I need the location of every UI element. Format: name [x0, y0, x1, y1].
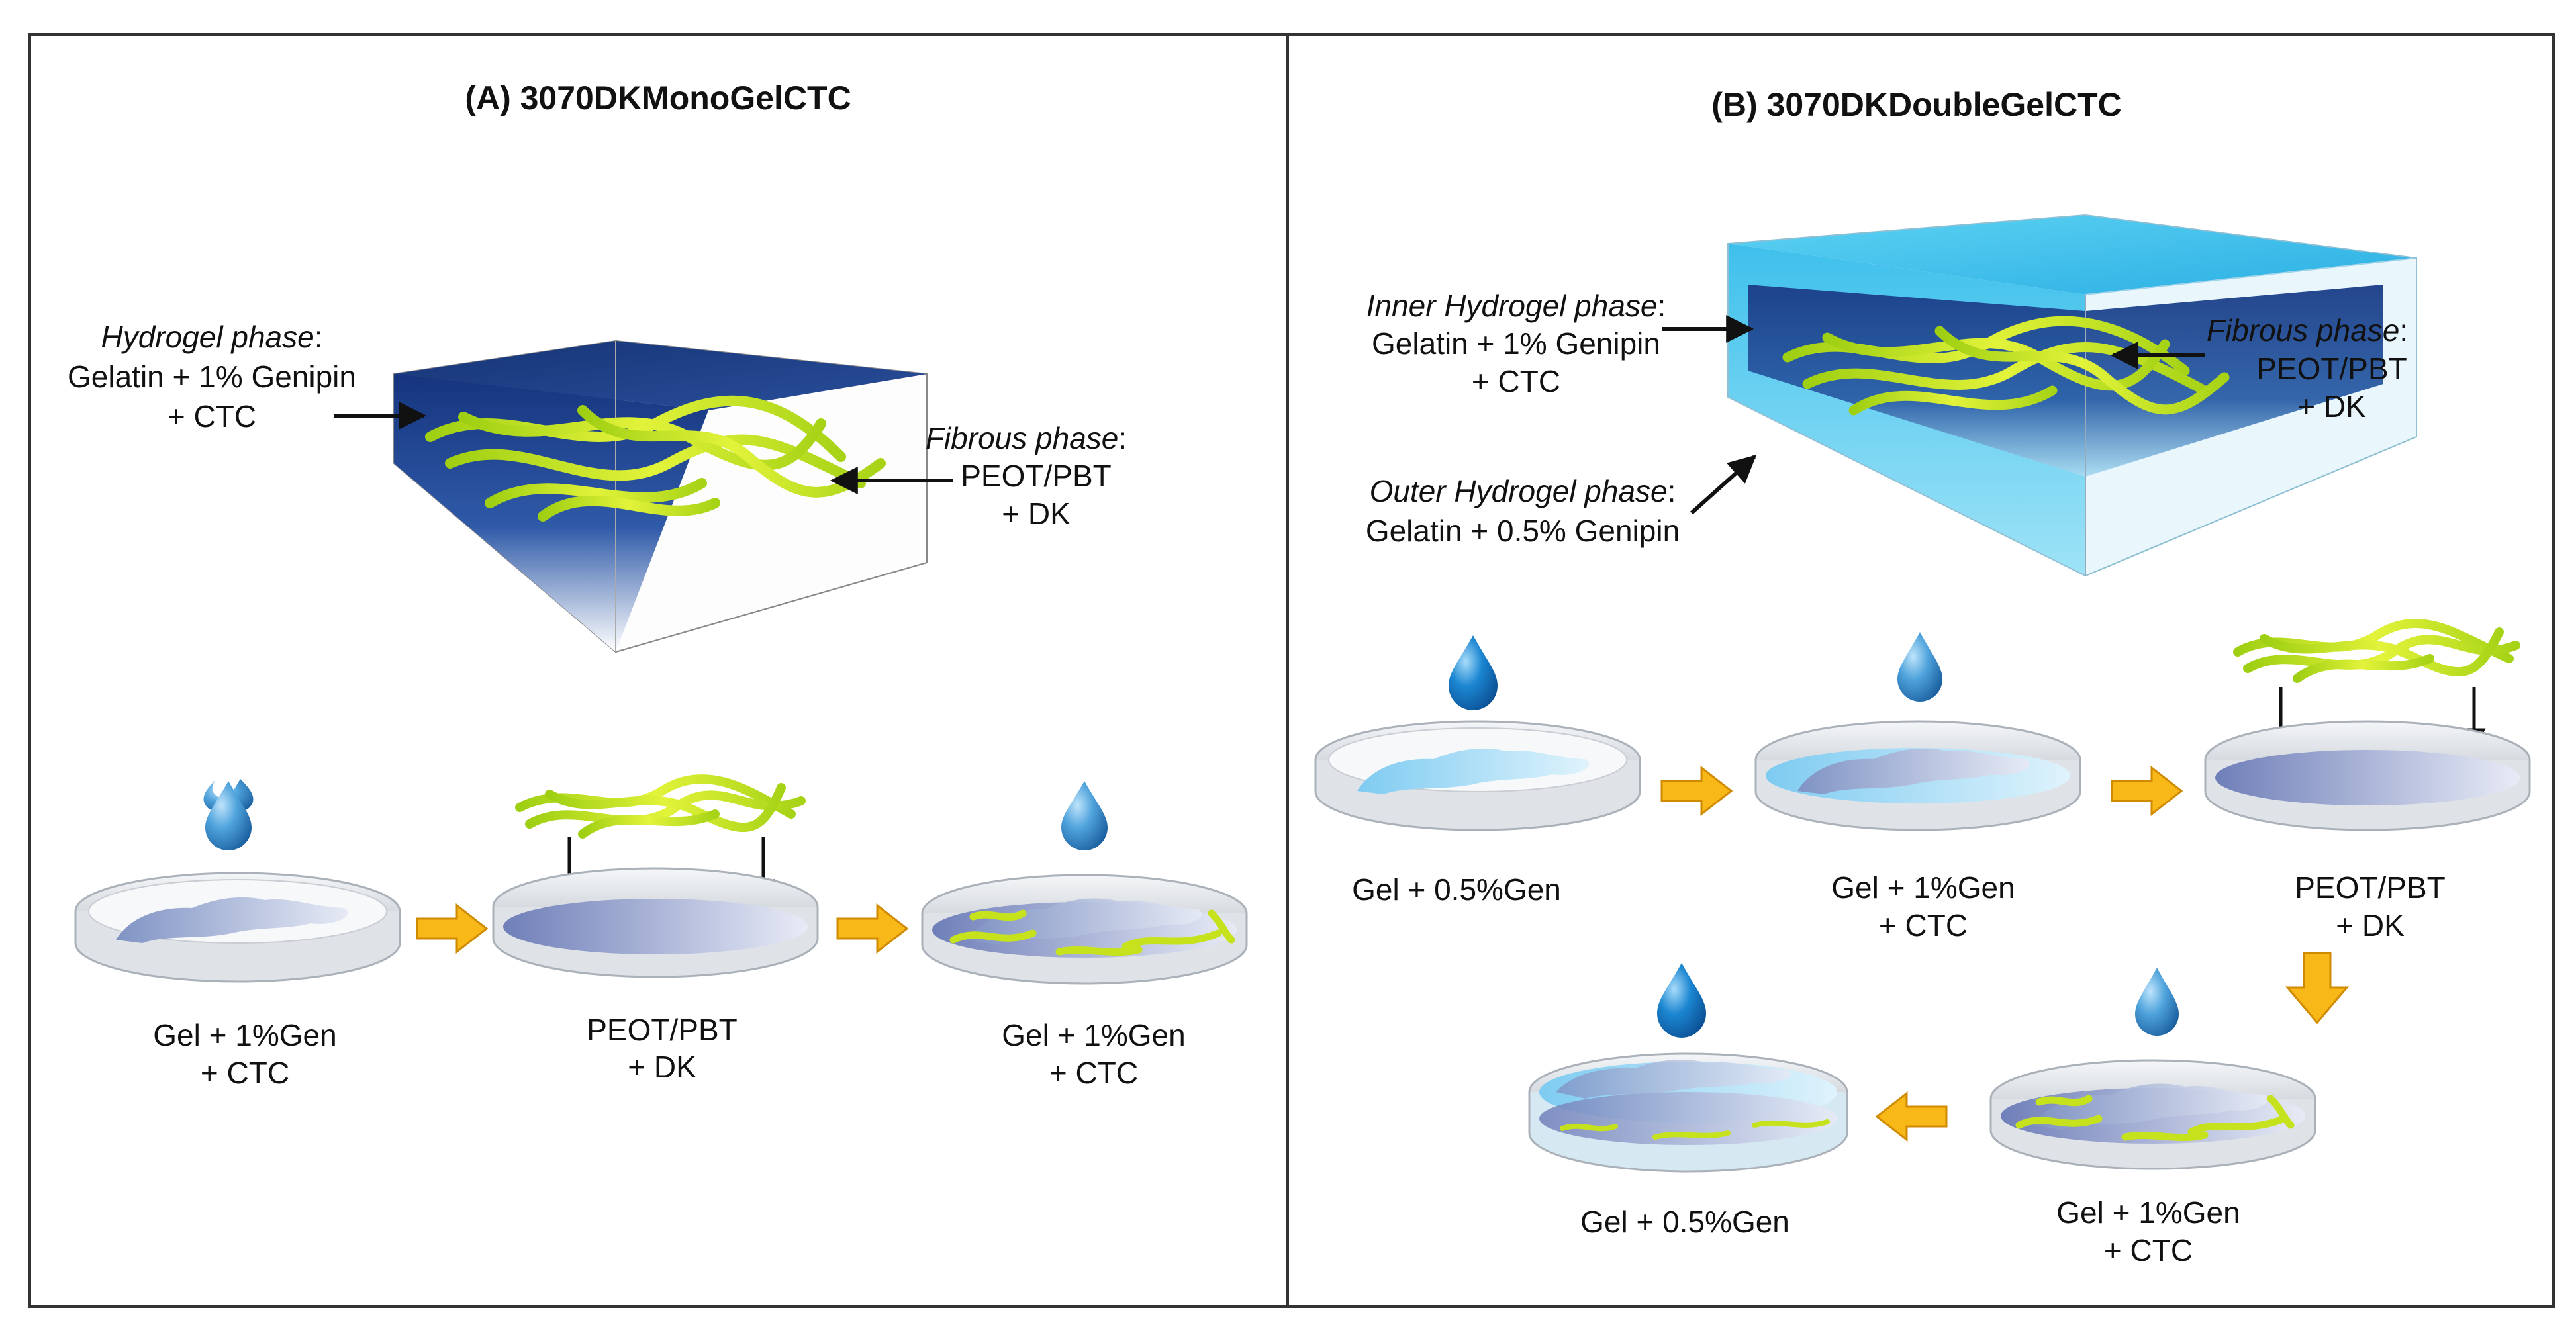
panel-b-fibers	[1782, 316, 2230, 416]
panel-a-step2-label-2: + DK	[628, 1050, 696, 1084]
panel-a-step3-dish	[921, 781, 1248, 985]
panel-a-step2-dish	[492, 774, 819, 978]
panel-a-frame	[28, 33, 1289, 1308]
panel-a-hydrogel-label: Hydrogel phase: Gelatin + 1% Genipin + C…	[68, 320, 356, 434]
panel-b-step3-label-2: + DK	[2336, 908, 2405, 942]
panel-b-step2-label-2: + CTC	[1879, 908, 1968, 942]
panel-a-fibrous-label: Fibrous phase: PEOT/PBT + DK	[926, 421, 1127, 531]
panel-b-frame	[1286, 33, 2555, 1308]
panel-b-step3-label-1: PEOT/PBT	[2295, 870, 2445, 905]
outer-pointer-arrow	[1690, 455, 1757, 515]
svg-text:+ DK: + DK	[2297, 389, 2366, 424]
panel-a-step1-dish	[74, 779, 401, 983]
panel-a-step2-label-1: PEOT/PBT	[587, 1013, 737, 1047]
process-arrow-icon	[1660, 765, 1733, 817]
panel-b-step5-dish	[1528, 963, 1848, 1173]
panel-a-step3-label-1: Gel + 1%Gen	[1002, 1018, 1185, 1052]
panel-b-inner-label: Inner Hydrogel phase: Gelatin + 1% Genip…	[1366, 289, 1666, 398]
panel-b-step1-label-1: Gel + 0.5%Gen	[1352, 872, 1561, 907]
svg-text:Fibrous phase:: Fibrous phase:	[2207, 313, 2408, 347]
panel-a-title: (A) 3070DKMonoGelCTC	[465, 79, 851, 116]
panel-b-step4-label-1: Gel + 1%Gen	[2056, 1195, 2240, 1230]
panel-a-scaffold	[393, 340, 928, 653]
panel-b-scaffold	[1727, 214, 2417, 577]
svg-text:+ CTC: + CTC	[167, 399, 256, 434]
panel-a-step1-label-1: Gel + 1%Gen	[153, 1018, 336, 1052]
panel-b-step5-label-1: Gel + 0.5%Gen	[1580, 1205, 1789, 1239]
svg-text:Outer Hydrogel phase:: Outer Hydrogel phase:	[1370, 474, 1676, 508]
svg-text:PEOT/PBT: PEOT/PBT	[2256, 351, 2407, 386]
panel-b-fibrous-label: Fibrous phase: PEOT/PBT + DK	[2207, 313, 2408, 424]
panel-b-step2-label-1: Gel + 1%Gen	[1831, 870, 2015, 905]
panel-b-title: (B) 3070DKDoubleGelCTC	[1711, 86, 2122, 123]
process-arrow-icon	[416, 903, 489, 954]
panel-a-step3-label-2: + CTC	[1049, 1056, 1138, 1090]
process-arrow-left-icon	[1875, 1091, 1948, 1142]
water-drop-icon	[1897, 632, 1942, 702]
panel-b-step3-dish	[2204, 619, 2531, 831]
water-drop-icon	[1657, 963, 1706, 1038]
svg-text:Gelatin + 1% Genipin: Gelatin + 1% Genipin	[68, 359, 356, 394]
process-arrow-icon	[2111, 765, 2183, 817]
panel-b-outer-label: Outer Hydrogel phase: Gelatin + 0.5% Gen…	[1366, 474, 1680, 548]
svg-text:+ DK: + DK	[1002, 496, 1071, 531]
water-drop-icon	[205, 781, 252, 850]
process-arrow-down-icon	[2285, 952, 2350, 1025]
water-drop-icon	[2135, 968, 2179, 1036]
svg-text:Gelatin + 0.5% Genipin: Gelatin + 0.5% Genipin	[1366, 514, 1680, 548]
panel-b-step4-dish	[1989, 968, 2316, 1170]
panel-a-step1-label-2: + CTC	[201, 1056, 289, 1090]
svg-text:Hydrogel phase:: Hydrogel phase:	[101, 320, 323, 354]
panel-b-step1-dish	[1314, 635, 1641, 831]
panel-b-step4-label-2: + CTC	[2104, 1233, 2193, 1267]
water-drop-icon	[1061, 781, 1108, 850]
svg-text:+ CTC: + CTC	[1472, 364, 1560, 398]
svg-text:Fibrous phase:: Fibrous phase:	[926, 421, 1127, 455]
svg-text:Inner Hydrogel phase:: Inner Hydrogel phase:	[1366, 289, 1666, 323]
panel-a-fibers	[425, 395, 886, 522]
svg-text:Gelatin + 1% Genipin: Gelatin + 1% Genipin	[1372, 326, 1660, 361]
process-arrow-icon	[836, 903, 909, 954]
panel-b-step2-dish	[1754, 632, 2081, 831]
water-drop-icon	[1449, 635, 1498, 710]
svg-text:PEOT/PBT: PEOT/PBT	[961, 459, 1111, 493]
